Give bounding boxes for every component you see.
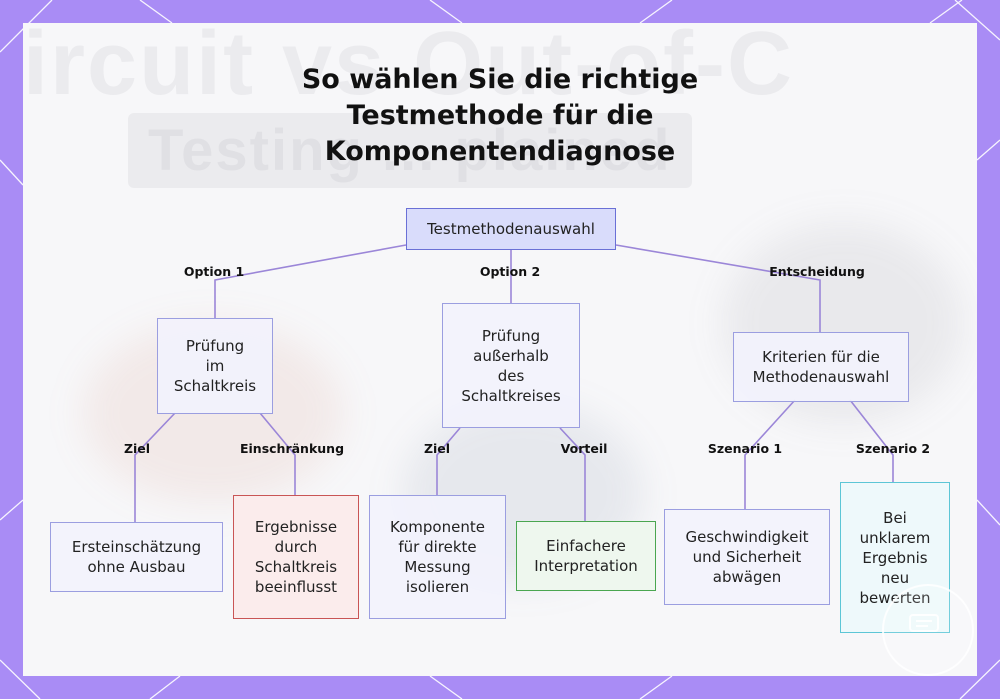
- node-label: Ersteinschätzung ohne Ausbau: [71, 538, 202, 576]
- node-speed-safety: Geschwindigkeit und Sicherheit abwägen: [664, 509, 830, 605]
- chat-bubble-icon: [909, 614, 939, 632]
- edge-label-limitation: Einschränkung: [239, 441, 345, 456]
- edge-label-goal-left: Ziel: [123, 441, 151, 456]
- title-line-1: So wählen Sie die richtige: [301, 64, 699, 95]
- node-label: Ergebnisse durch Schaltkreis beeinflusst: [254, 518, 338, 596]
- node-label: Komponente für direkte Messung isolieren: [390, 518, 485, 596]
- node-test-method-selection: Testmethodenauswahl: [406, 208, 616, 250]
- edge-out-interpretation: [559, 427, 586, 521]
- edge-label-option2: Option 2: [479, 264, 541, 279]
- title-line-3: Komponentendiagnose: [324, 136, 676, 167]
- node-label: Geschwindigkeit und Sicherheit abwägen: [685, 528, 809, 586]
- edge-criteria-speed: [744, 399, 796, 509]
- node-easier-interpretation: Einfachere Interpretation: [516, 521, 656, 591]
- node-label: Prüfung im Schaltkreis: [173, 337, 257, 395]
- background-heading-text: ircuit vs Out-of-C: [23, 23, 794, 114]
- edge-criteria-unclear: [849, 399, 894, 482]
- node-label: Kriterien für die Methodenauswahl: [752, 348, 890, 386]
- edge-out-isolate: [436, 427, 461, 495]
- edge-label-option1: Option 1: [183, 264, 245, 279]
- edge-label-decision: Entscheidung: [769, 264, 865, 279]
- node-initial-assessment: Ersteinschätzung ohne Ausbau: [50, 522, 223, 592]
- node-in-circuit-testing: Prüfung im Schaltkreis: [157, 318, 273, 414]
- background-subheading-text: Testing ... plained: [128, 113, 692, 188]
- page-title: So wählen Sie die richtige Testmethode f…: [250, 62, 750, 170]
- node-isolate-component: Komponente für direkte Messung isolieren: [369, 495, 506, 619]
- edge-root-in-circuit: [214, 244, 407, 318]
- node-out-of-circuit-testing: Prüfung außerhalb des Schaltkreises: [442, 303, 580, 428]
- edge-root-criteria: [615, 244, 821, 332]
- node-label: Testmethodenauswahl: [427, 220, 595, 238]
- edge-in-circuit-results: [259, 412, 296, 495]
- edge-label-scenario2: Szenario 2: [855, 441, 931, 456]
- node-results-affected: Ergebnisse durch Schaltkreis beeinflusst: [233, 495, 359, 619]
- node-label: Prüfung außerhalb des Schaltkreises: [461, 326, 561, 405]
- edge-label-scenario1: Szenario 1: [707, 441, 783, 456]
- node-selection-criteria: Kriterien für die Methodenauswahl: [733, 332, 909, 402]
- edge-label-advantage: Vorteil: [560, 441, 608, 456]
- node-label: Einfachere Interpretation: [534, 537, 638, 575]
- title-line-2: Testmethode für die: [346, 100, 654, 131]
- edge-in-circuit-initial: [134, 412, 176, 522]
- edge-label-goal-mid: Ziel: [423, 441, 451, 456]
